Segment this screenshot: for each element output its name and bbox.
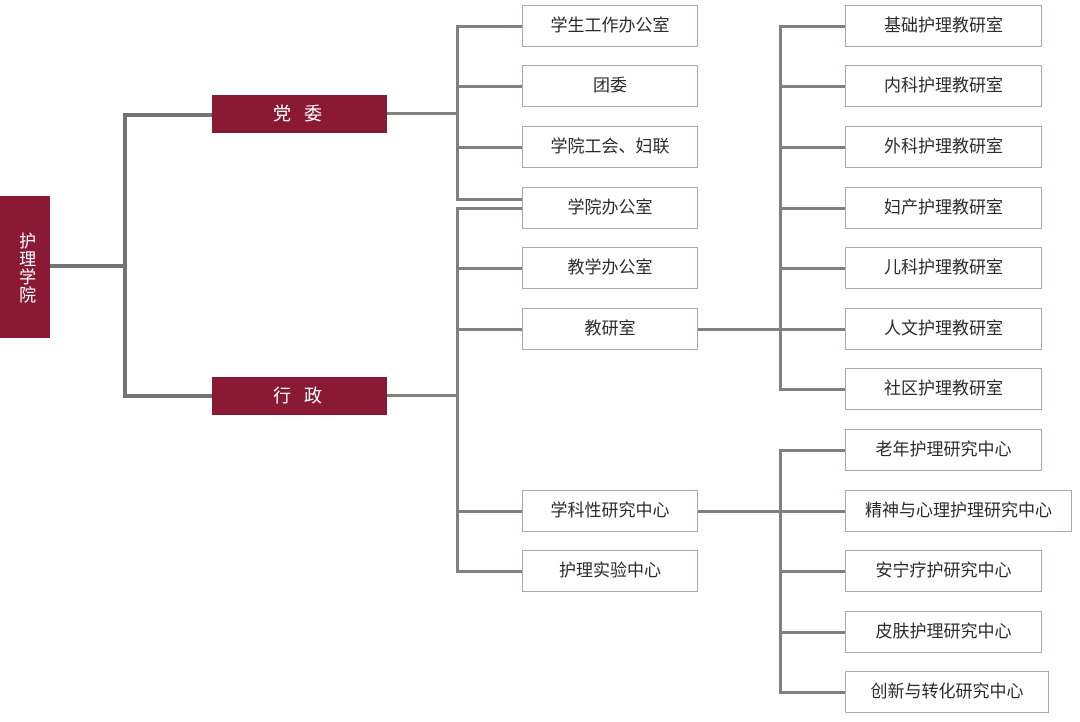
node-mental-psychological-nursing-research[interactable]: 精神与心理护理研究中心 — [845, 490, 1072, 532]
node-geriatric-nursing-research[interactable]: 老年护理研究中心 — [845, 429, 1042, 471]
node-fundamental-nursing[interactable]: 基础护理教研室 — [845, 5, 1042, 47]
connector-to-geriatric-research — [779, 449, 845, 452]
connector-party-stub — [387, 112, 459, 115]
connector-to-pediatric-nursing — [779, 267, 845, 270]
node-youth-league-committee[interactable]: 团委 — [522, 65, 698, 107]
node-student-affairs-office[interactable]: 学生工作办公室 — [522, 5, 698, 47]
connector-root-to-spine — [50, 264, 127, 268]
connector-research-center-stub — [698, 510, 782, 513]
connector-admin-to-teaching-office — [456, 267, 522, 270]
connector-admin-spine — [456, 207, 459, 571]
connector-to-obstetrics-nursing — [779, 207, 845, 210]
connector-to-fundamental-nursing — [779, 25, 845, 28]
connector-spine-to-admin — [123, 394, 213, 398]
connector-party-to-union — [456, 146, 522, 149]
node-surgical-nursing[interactable]: 外科护理教研室 — [845, 126, 1042, 168]
node-teaching-office[interactable]: 教学办公室 — [522, 247, 698, 289]
connector-to-mental-psychological-research — [779, 510, 845, 513]
connector-party-to-league — [456, 85, 522, 88]
node-teaching-research-section[interactable]: 教研室 — [522, 308, 698, 350]
connector-party-spine — [456, 25, 459, 201]
node-administration[interactable]: 行 政 — [212, 377, 387, 415]
node-disciplinary-research-center[interactable]: 学科性研究中心 — [522, 490, 698, 532]
connector-admin-to-research-center — [456, 510, 522, 513]
connector-admin-to-teaching-section — [456, 328, 522, 331]
node-humanistic-nursing[interactable]: 人文护理教研室 — [845, 308, 1042, 350]
node-party-committee[interactable]: 党 委 — [212, 95, 387, 133]
node-community-nursing[interactable]: 社区护理教研室 — [845, 368, 1042, 410]
connector-spine-level1 — [123, 113, 127, 398]
connector-admin-to-college-office — [456, 207, 522, 210]
connector-to-community-nursing — [779, 388, 845, 391]
connector-to-surgical-nursing — [779, 146, 845, 149]
node-union-women-federation[interactable]: 学院工会、妇联 — [522, 126, 698, 168]
node-hospice-care-research[interactable]: 安宁疗护研究中心 — [845, 550, 1042, 592]
node-nursing-lab-center[interactable]: 护理实验中心 — [522, 550, 698, 592]
connector-to-hospice-research — [779, 570, 845, 573]
connector-to-innovation-research — [779, 691, 845, 694]
connector-to-internal-medicine-nursing — [779, 85, 845, 88]
node-college-office[interactable]: 学院办公室 — [522, 187, 698, 229]
connector-admin-stub — [387, 394, 459, 397]
connector-spine-to-party — [123, 113, 213, 117]
node-internal-medicine-nursing[interactable]: 内科护理教研室 — [845, 65, 1042, 107]
node-obstetrics-gynecology-nursing[interactable]: 妇产护理教研室 — [845, 187, 1042, 229]
node-innovation-translation-research[interactable]: 创新与转化研究中心 — [845, 671, 1049, 713]
node-pediatric-nursing[interactable]: 儿科护理教研室 — [845, 247, 1042, 289]
connector-to-humanistic-nursing — [779, 328, 845, 331]
node-skin-nursing-research[interactable]: 皮肤护理研究中心 — [845, 611, 1042, 653]
connector-to-skin-nursing-research — [779, 631, 845, 634]
connector-party-to-college-office — [456, 198, 522, 201]
node-root-nursing-college[interactable]: 护理学院 — [0, 196, 50, 338]
connector-party-to-student-affairs — [456, 25, 522, 28]
connector-admin-to-lab-center — [456, 570, 522, 573]
connector-teaching-section-stub — [698, 328, 782, 331]
